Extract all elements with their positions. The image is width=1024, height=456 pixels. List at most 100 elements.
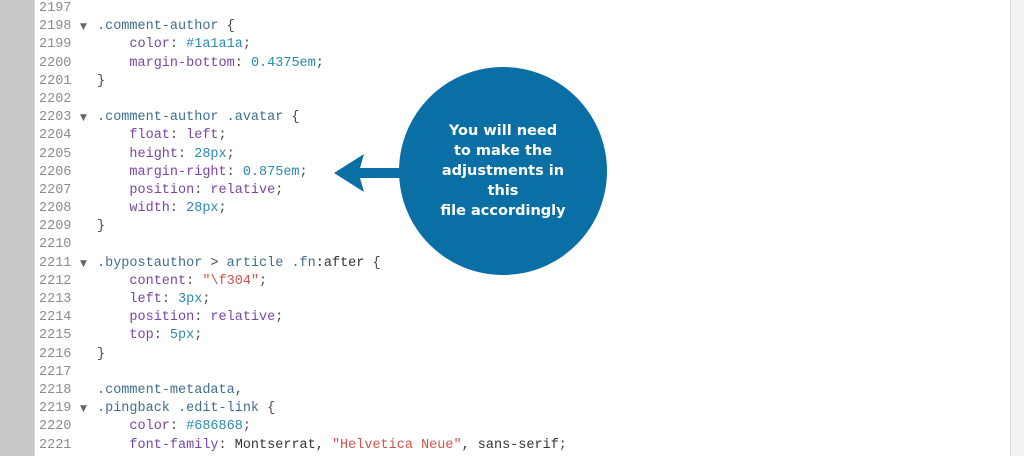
- code-text: }: [97, 346, 105, 364]
- arrow-icon: [334, 154, 408, 192]
- code-line[interactable]: 2215 top: 5px;: [35, 327, 1010, 345]
- code-token: .bypostauthor: [97, 255, 203, 271]
- code-token: ;: [218, 128, 227, 144]
- code-token: :: [153, 328, 170, 344]
- line-number: 2198: [39, 19, 72, 35]
- code-text: content: "\f304";: [97, 273, 267, 291]
- code-line[interactable]: 2211 ▼ .bypostauthor > article .fn:after {: [35, 255, 1010, 273]
- line-number: 2215: [39, 328, 72, 344]
- line-number: 2211: [39, 255, 72, 271]
- code-token: ;: [259, 273, 268, 289]
- code-token: content: [97, 273, 187, 289]
- code-token: font-family: [97, 437, 219, 453]
- code-token: 0.4375em: [250, 55, 316, 71]
- code-line[interactable]: 2197: [35, 0, 1010, 18]
- line-number: 2220: [39, 419, 72, 435]
- line-number: 2218: [39, 382, 72, 398]
- code-line[interactable]: 2208 width: 28px;: [35, 200, 1010, 218]
- code-line[interactable]: 2218.comment-metadata,: [35, 382, 1010, 400]
- fold-toggle-icon[interactable]: ▼: [80, 113, 87, 124]
- code-token: "\f304": [202, 273, 260, 289]
- fold-toggle-icon[interactable]: ▼: [80, 258, 87, 269]
- code-token: .comment-author: [97, 19, 219, 35]
- line-number: 2208: [39, 201, 72, 217]
- code-token: }: [97, 219, 106, 235]
- line-number: 2205: [39, 146, 72, 162]
- code-token: ;: [242, 37, 251, 53]
- code-token: .comment-metadata: [97, 382, 235, 398]
- fold-toggle-icon[interactable]: ▼: [80, 404, 87, 415]
- code-line[interactable]: 2206 margin-right: 0.875em;: [35, 164, 1010, 182]
- code-text: top: 5px;: [97, 327, 202, 345]
- code-line[interactable]: 2198▼.comment-author {: [35, 18, 1010, 36]
- code-line[interactable]: 2199 color: #1a1a1a;: [35, 36, 1010, 54]
- code-line[interactable]: 2205 height: 28px;: [35, 146, 1010, 164]
- code-text: color: #686868;: [97, 418, 251, 436]
- code-line[interactable]: 2220 color: #686868;: [35, 418, 1010, 436]
- callout-line-4: file accordingly: [440, 203, 566, 219]
- code-token: ;: [315, 55, 324, 71]
- code-token: position: [97, 182, 195, 198]
- code-line[interactable]: 2216}: [35, 346, 1010, 364]
- callout-line-3: adjustments in this: [441, 163, 565, 199]
- code-text: }: [97, 218, 105, 236]
- line-number: 2199: [39, 37, 72, 53]
- code-line[interactable]: 2221 font-family: Montserrat, "Helvetica…: [35, 437, 1010, 455]
- code-token: ;: [242, 419, 251, 435]
- code-token: :: [194, 310, 211, 326]
- code-line[interactable]: 2212 content: "\f304";: [35, 273, 1010, 291]
- code-text: color: #1a1a1a;: [97, 36, 251, 54]
- line-number: 2209: [39, 219, 72, 235]
- line-number: 2206: [39, 164, 72, 180]
- line-number: 2212: [39, 273, 72, 289]
- code-token: :: [226, 164, 243, 180]
- line-number: 2210: [39, 237, 72, 253]
- line-number: 2197: [39, 1, 72, 16]
- code-text: .bypostauthor > article .fn:after {: [97, 255, 381, 273]
- line-number: 2203: [39, 110, 72, 126]
- code-token: top: [97, 328, 154, 344]
- code-token: article: [226, 255, 284, 271]
- code-token: "Helvetica Neue": [331, 437, 462, 453]
- code-token: :: [234, 55, 251, 71]
- code-line[interactable]: 2209}: [35, 218, 1010, 236]
- code-line[interactable]: 2214 position: relative;: [35, 309, 1010, 327]
- code-token: 5px: [169, 328, 195, 344]
- code-line[interactable]: 2207 position: relative;: [35, 182, 1010, 200]
- code-text: left: 3px;: [97, 291, 210, 309]
- code-text: position: relative;: [97, 309, 283, 327]
- code-token: ;: [202, 292, 211, 307]
- code-lines: 2197 2198 ▼ .comment-author {2199 color: #1…: [35, 0, 1010, 456]
- code-line[interactable]: 2210: [35, 236, 1010, 254]
- code-line[interactable]: 2204 float: left;: [35, 127, 1010, 145]
- line-number: 2216: [39, 346, 72, 362]
- code-token: {: [259, 401, 276, 417]
- code-token: :: [178, 146, 195, 162]
- code-line[interactable]: 2217: [35, 364, 1010, 382]
- line-number: 2201: [39, 73, 72, 89]
- code-token: }: [97, 73, 106, 89]
- left-gutter-strip: [0, 0, 34, 456]
- line-number: 2202: [39, 91, 72, 107]
- code-line[interactable]: 2200 margin-bottom: 0.4375em;: [35, 55, 1010, 73]
- line-number: 2219: [39, 401, 72, 417]
- code-text: height: 28px;: [97, 146, 234, 164]
- code-line[interactable]: 2202: [35, 91, 1010, 109]
- code-token: left: [186, 128, 219, 144]
- code-line[interactable]: 2213 left: 3px;: [35, 291, 1010, 309]
- code-token: margin-bottom: [97, 55, 235, 71]
- code-token: Montserrat,: [234, 437, 332, 453]
- code-text: font-family: Montserrat, "Helvetica Neue…: [97, 437, 567, 455]
- code-token: :: [169, 201, 187, 217]
- callout-line-1: You will need: [448, 123, 558, 139]
- code-token: ;: [194, 328, 203, 344]
- code-token: :: [169, 419, 187, 435]
- code-token: #686868: [186, 419, 243, 435]
- fold-toggle-icon[interactable]: ▼: [80, 22, 87, 33]
- code-line[interactable]: 2203▼.comment-author .avatar {: [35, 109, 1010, 127]
- code-token: 28px: [194, 146, 227, 162]
- code-token: ;: [218, 201, 227, 217]
- code-line[interactable]: 2219▼.pingback .edit-link {: [35, 400, 1010, 418]
- code-line[interactable]: 2201}: [35, 73, 1010, 91]
- code-token: }: [97, 346, 106, 362]
